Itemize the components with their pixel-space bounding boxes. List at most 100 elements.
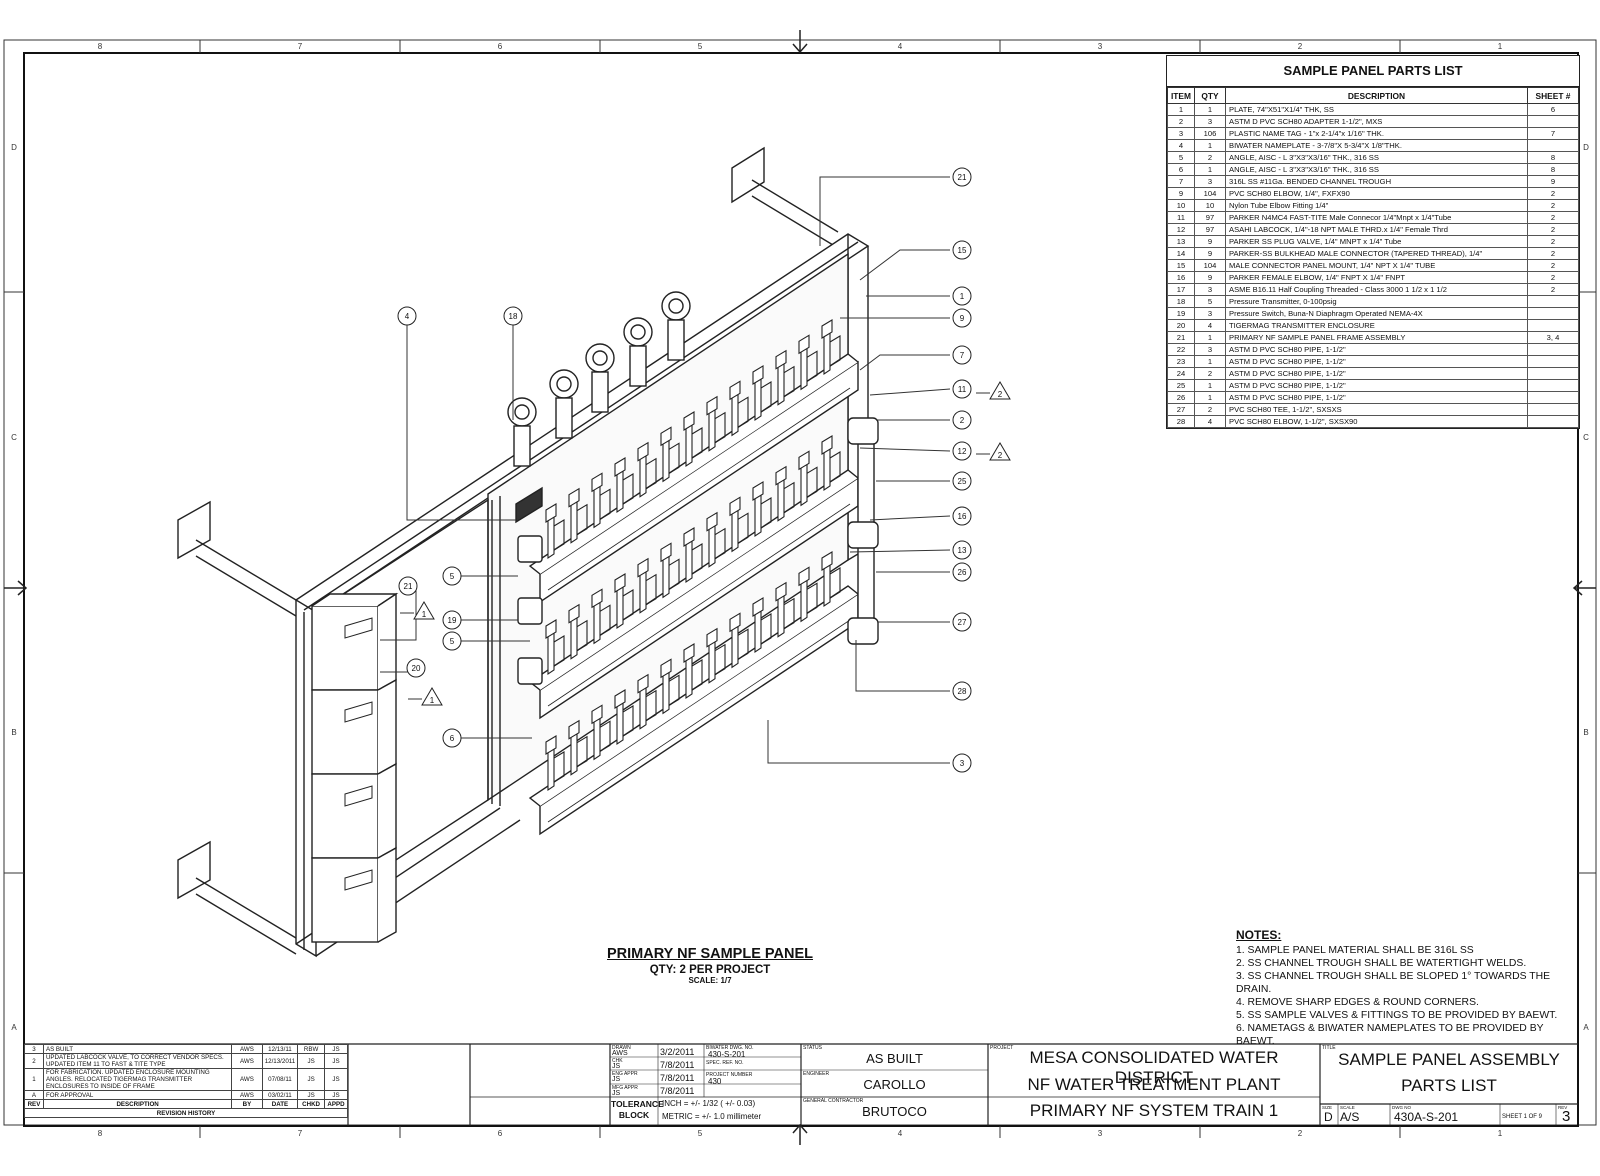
sample-valve: [660, 426, 680, 483]
parts-cell: 1: [1167, 103, 1195, 116]
balloon-number: 6: [450, 734, 455, 743]
size-value: D: [1324, 1110, 1333, 1124]
item-balloon: 19: [442, 610, 462, 630]
grid-column-label: 7: [298, 1129, 303, 1138]
parts-cell: 7: [1167, 175, 1195, 188]
parts-cell: 2: [1167, 115, 1195, 128]
parts-cell: 2: [1527, 259, 1579, 272]
parts-cell: 4: [1194, 319, 1226, 332]
parts-header-cell: SHEET #: [1527, 87, 1579, 104]
item-balloon: 20: [406, 658, 426, 678]
parts-cell: ASAHI LABCOCK, 1/4"-18 NPT MALE THRD.x 1…: [1225, 223, 1528, 236]
parts-cell: 10: [1194, 199, 1226, 212]
balloon-number: 25: [958, 477, 967, 486]
parts-cell: ASTM D PVC SCH80 PIPE, 1-1/2": [1225, 367, 1528, 380]
title-line-1: SAMPLE PANEL ASSEMBLY: [1338, 1050, 1560, 1069]
sample-valve: [752, 597, 772, 654]
revision-cell: AWS: [231, 1053, 263, 1069]
parts-cell: 12: [1167, 223, 1195, 236]
parts-cell: 316L SS #11Ga. BENDED CHANNEL TROUGH: [1225, 175, 1528, 188]
parts-cell: Nylon Tube Elbow Fitting 1/4": [1225, 199, 1528, 212]
parts-cell: TIGERMAG TRANSMITTER ENCLOSURE: [1225, 319, 1528, 332]
grid-column-label: 6: [498, 1129, 503, 1138]
revision-triangle: 1: [421, 687, 443, 706]
parts-cell: 3: [1194, 343, 1226, 356]
rev-value: 3: [1562, 1108, 1571, 1125]
item-balloon: 21: [952, 167, 972, 187]
parts-cell: [1527, 403, 1579, 416]
revision-header-cell: DATE: [261, 1099, 299, 1109]
parts-cell: 24: [1167, 367, 1195, 380]
sample-valve: [591, 588, 611, 645]
parts-cell: 4: [1194, 415, 1226, 428]
parts-cell: 1: [1194, 331, 1226, 344]
parts-cell: [1527, 379, 1579, 392]
parts-cell: [1527, 391, 1579, 404]
grid-row-label: B: [11, 728, 16, 737]
revision-cell: AWS: [231, 1068, 263, 1091]
view-title: PRIMARY NF SAMPLE PANEL: [607, 946, 813, 962]
item-balloon: 18: [503, 306, 523, 326]
parts-cell: 1: [1194, 163, 1226, 176]
grid-column-label: 4: [898, 1129, 903, 1138]
parts-cell: PVC SCH80 ELBOW, 1/4", FXFX90: [1225, 187, 1528, 200]
grid-row-label: A: [11, 1023, 17, 1032]
title-block-lines: [24, 1043, 1578, 1126]
parts-cell: 3: [1194, 307, 1226, 320]
parts-cell: PARKER FEMALE ELBOW, 1/4" FNPT X 1/4" FN…: [1225, 271, 1528, 284]
parts-cell: [1527, 355, 1579, 368]
balloon-number: 12: [958, 447, 967, 456]
grid-row-label: A: [1583, 1023, 1589, 1032]
parts-cell: 23: [1167, 355, 1195, 368]
parts-cell: ASTM D PVC SCH80 PIPE, 1-1/2": [1225, 355, 1528, 368]
sample-valve: [729, 612, 749, 669]
revision-cell: 12/13/2011: [261, 1053, 299, 1069]
project-line-1: MESA CONSOLIDATED WATER DISTRICT: [1029, 1048, 1279, 1087]
sample-valve: [545, 619, 565, 676]
sample-valve: [821, 319, 841, 376]
checked-by: JS: [612, 1063, 621, 1070]
revision-header-cell: DESCRIPTION: [42, 1099, 233, 1109]
revision-header-cell: BY: [231, 1099, 263, 1109]
parts-cell: 16: [1167, 271, 1195, 284]
sample-valve: [591, 704, 611, 761]
drawn-label: DRAWN: [612, 1045, 631, 1051]
parts-cell: 1: [1194, 379, 1226, 392]
grid-row-label: D: [1583, 143, 1589, 152]
rev-label: REV: [1558, 1105, 1568, 1110]
engineer-value: CAROLLO: [863, 1077, 926, 1092]
parts-cell: 2: [1527, 211, 1579, 224]
project-line-3: PRIMARY NF SYSTEM TRAIN 1: [1029, 1101, 1279, 1120]
title-line-2: PARTS LIST: [1401, 1076, 1497, 1095]
parts-cell: PARKER-SS BULKHEAD MALE CONNECTOR (TAPER…: [1225, 247, 1528, 260]
parts-cell: 1: [1194, 391, 1226, 404]
sample-valve: [775, 581, 795, 638]
tolerance-metric: METRIC = +/- 1.0 millimeter: [662, 1112, 762, 1121]
sample-valve: [683, 527, 703, 584]
notes-heading: NOTES:: [1236, 928, 1282, 942]
parts-cell: 9: [1194, 247, 1226, 260]
balloon-number: 18: [509, 312, 518, 321]
notes: NOTES: 1. SAMPLE PANEL MATERIAL SHALL BE…: [1236, 929, 1576, 1048]
parts-cell: PLATE, 74"X51"X1/4" THK, SS: [1225, 103, 1528, 116]
revision-cell: 07/08/11: [261, 1068, 299, 1091]
mfg-appr-date: 7/8/2011: [660, 1086, 695, 1096]
item-balloon: 3: [952, 753, 972, 773]
sample-valve-rows: [545, 319, 841, 792]
item-balloon: 16: [952, 506, 972, 526]
parts-header-cell: DESCRIPTION: [1225, 87, 1528, 104]
item-balloon: 15: [952, 240, 972, 260]
sample-valve: [729, 496, 749, 553]
sample-valve: [591, 472, 611, 529]
item-balloon: 26: [952, 562, 972, 582]
grid-column-label: 4: [898, 42, 903, 51]
parts-cell: 4: [1167, 139, 1195, 152]
balloon-number: 27: [958, 618, 967, 627]
drawn-by: AWS: [612, 1050, 628, 1057]
parts-cell: ANGLE, AISC - L 3"X3"X3/16" THK., 316 SS: [1225, 163, 1528, 176]
note-item: 4. REMOVE SHARP EDGES & ROUND CORNERS.: [1236, 997, 1479, 1008]
